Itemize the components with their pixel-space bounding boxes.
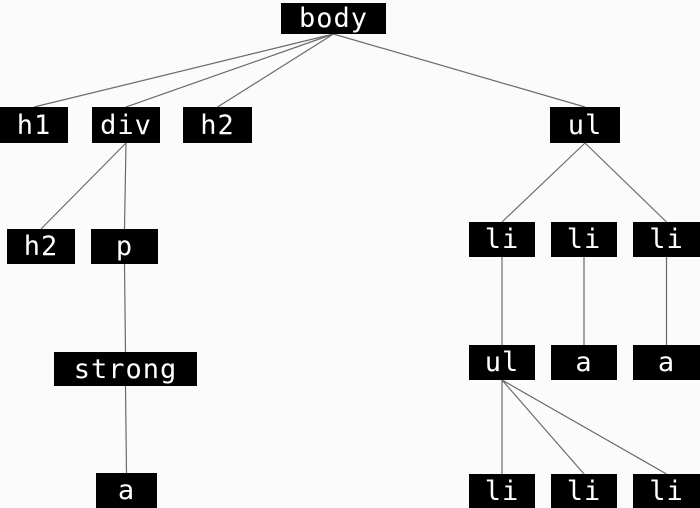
tree-node-li-6: li [633, 474, 700, 508]
tree-node-div: div [92, 107, 160, 143]
tree-edge-strong-a-bottom [124, 385, 128, 474]
tree-edge-ul-inner-li-5 [501, 379, 585, 475]
tree-node-strong: strong [54, 352, 197, 386]
tree-node-a-mid-1: a [551, 345, 617, 380]
tree-node-a-bottom: a [96, 473, 157, 508]
tree-node-h2-mid: h2 [7, 229, 75, 264]
tree-edge-body-h1 [33, 33, 334, 108]
tree-edge-body-div [125, 33, 334, 108]
tree-edge-div-p [123, 142, 127, 230]
tree-node-li-1: li [469, 222, 535, 257]
tree-node-ul-inner: ul [469, 345, 535, 380]
tree-node-h2-top: h2 [183, 107, 252, 143]
tree-node-h1: h1 [0, 107, 68, 143]
tree-node-li-2: li [551, 222, 617, 257]
tree-edge-body-ul-right [333, 33, 586, 108]
tree-edge-ul-right-li-3 [584, 142, 667, 223]
tree-edge-ul-inner-li-6 [501, 379, 667, 475]
tree-edge-ul-right-li-1 [501, 142, 586, 223]
tree-node-ul-right: ul [550, 107, 620, 143]
tree-node-li-5: li [551, 474, 617, 508]
tree-node-a-mid-2: a [633, 345, 700, 380]
tree-node-body: body [281, 3, 386, 34]
tree-edge-body-h2-top [217, 33, 334, 108]
tree-node-p: p [91, 229, 158, 264]
tree-node-li-4: li [469, 474, 535, 508]
tree-edge-div-h2-mid [40, 142, 127, 230]
tree-edge-p-strong [123, 263, 127, 353]
tree-node-li-3: li [633, 222, 700, 257]
